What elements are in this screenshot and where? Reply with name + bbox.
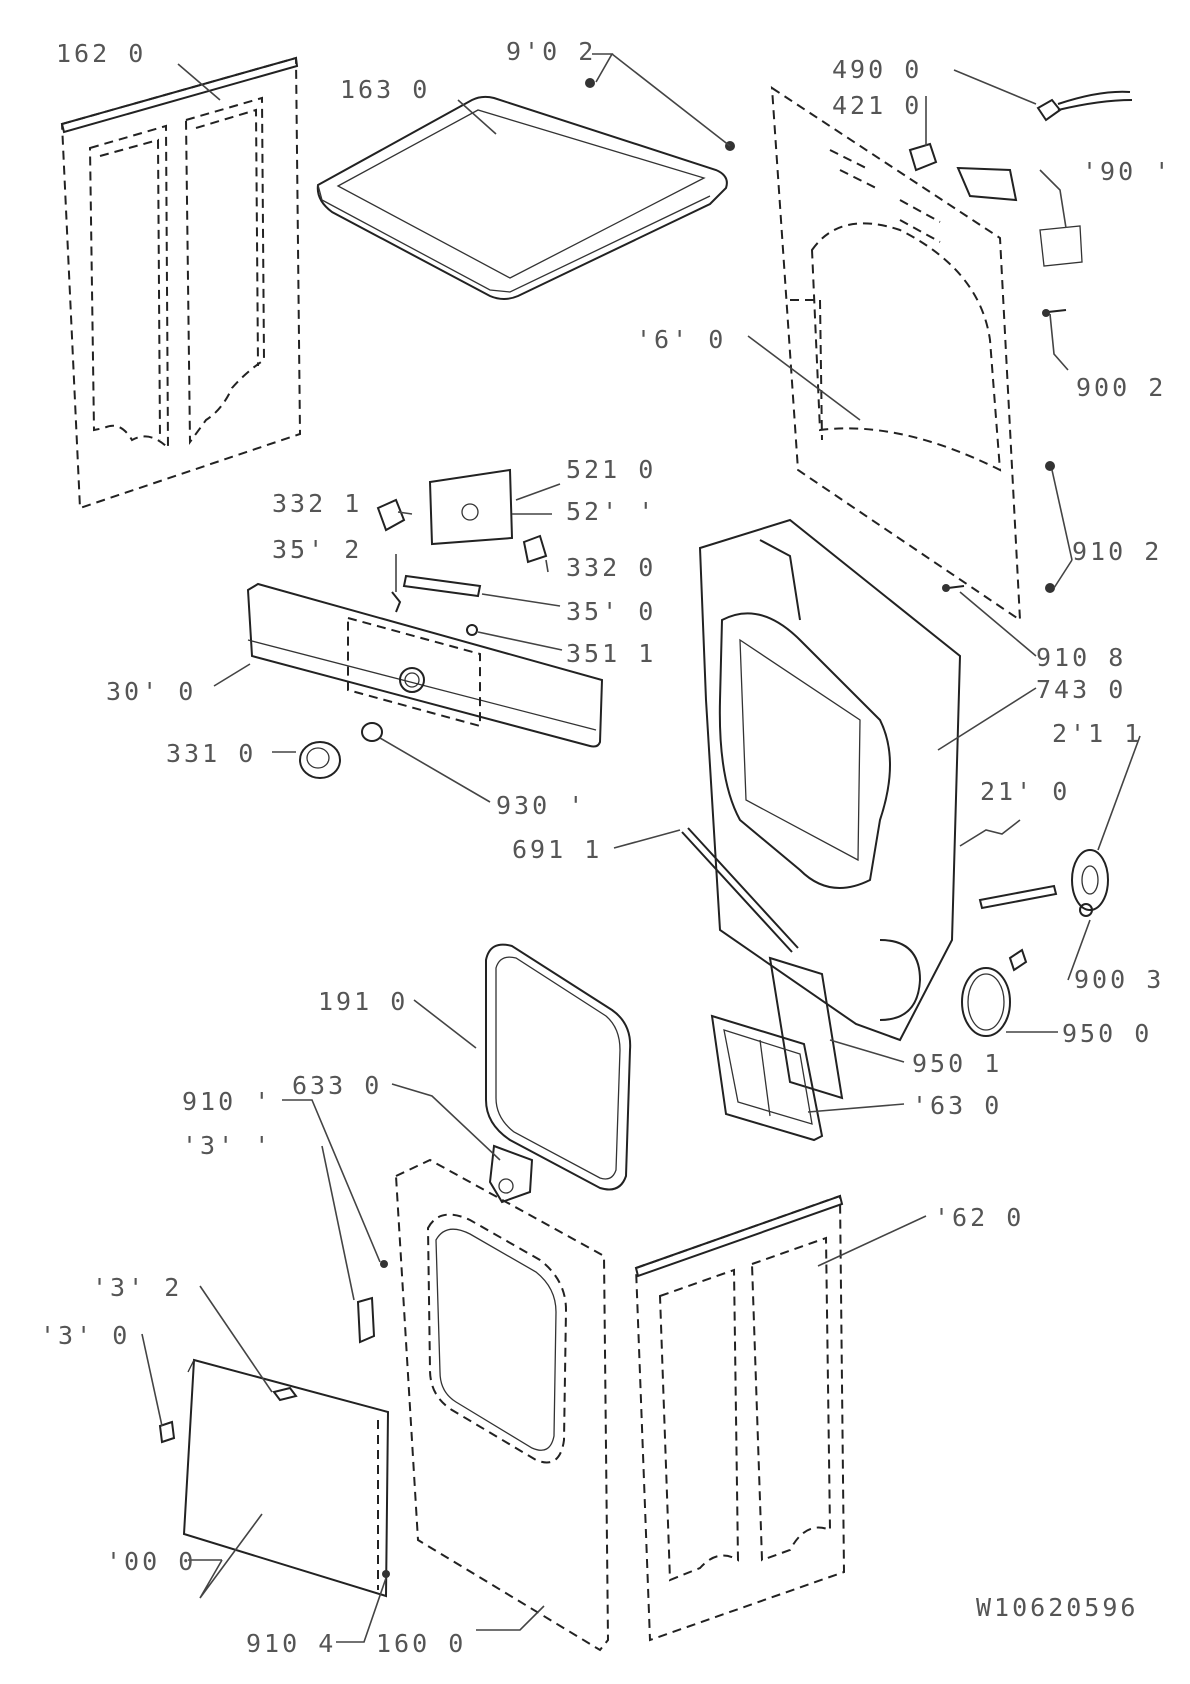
door-gasket [485, 943, 632, 1191]
latch-hook [158, 1420, 176, 1444]
callout: '3' ' [182, 1131, 272, 1160]
lint-filter [768, 956, 844, 1100]
callout: 950 1 [912, 1049, 1002, 1078]
switch-332-1 [376, 498, 406, 532]
label-plate [1039, 225, 1083, 267]
screw-right-lower [1045, 583, 1055, 593]
callout: '00 0 [106, 1547, 196, 1576]
door-hinge [488, 1144, 534, 1204]
screw-910-8 [942, 584, 965, 592]
callout-labels: 162 0 163 0 9'0 2 490 0 421 0 '90 ' '6' … [40, 37, 1172, 1658]
callout: 900 2 [1076, 373, 1166, 402]
callout: 490 0 [832, 55, 922, 84]
callout: 160 0 [376, 1629, 466, 1658]
callout: '90 ' [1082, 157, 1172, 186]
callout: '3' 2 [92, 1273, 182, 1302]
callout: 421 0 [832, 91, 922, 120]
cable-clamp [956, 166, 1018, 202]
callout: 910 4 [246, 1629, 336, 1658]
callout: 162 0 [56, 39, 146, 68]
callout: 930 ' [496, 791, 586, 820]
callout: 332 0 [566, 553, 656, 582]
knob-331-0 [299, 741, 341, 779]
callout: 191 0 [318, 987, 408, 1016]
seal-ring [961, 967, 1011, 1037]
service-door [182, 1358, 390, 1598]
left-side-panel [60, 56, 302, 510]
suppressor-block [908, 142, 938, 172]
callout: 21' 0 [980, 777, 1070, 806]
screw-910-4 [382, 1570, 390, 1578]
front-bulkhead [698, 518, 962, 1042]
screw-top-left [585, 78, 595, 88]
callout: 332 1 [272, 489, 362, 518]
door-switch-wire [681, 827, 799, 953]
callout: 35' 0 [566, 597, 656, 626]
callout: 950 0 [1062, 1019, 1152, 1048]
filter-housing [710, 1014, 824, 1142]
front-panel [394, 1158, 610, 1652]
callout: 2'1 1 [1052, 719, 1142, 748]
callout: 163 0 [340, 75, 430, 104]
callout: '3' 0 [40, 1321, 130, 1350]
callout: 910 8 [1036, 643, 1126, 672]
door-latch [356, 1296, 376, 1344]
drum-roller [1071, 849, 1109, 911]
drawing-number: W10620596 [976, 1593, 1138, 1622]
callout: 910 ' [182, 1087, 272, 1116]
control-panel [246, 582, 604, 748]
callout: 900 3 [1074, 965, 1164, 994]
top-cover [316, 95, 728, 300]
callout: '62 0 [934, 1203, 1024, 1232]
callout: '6' 0 [636, 325, 726, 354]
callout: 52' ' [566, 497, 656, 526]
screw-910-top [380, 1260, 388, 1268]
latch-pin [272, 1386, 298, 1402]
clip-900-3 [1008, 903, 1093, 972]
callout: '63 0 [912, 1091, 1002, 1120]
screw-right-upper [1045, 461, 1055, 471]
clip-35-2 [391, 591, 402, 613]
callout: 351 1 [566, 639, 656, 668]
callout: 691 1 [512, 835, 602, 864]
small-knob-351-1 [466, 624, 478, 636]
callout: 9'0 2 [506, 37, 596, 66]
roller-shaft [978, 884, 1058, 910]
right-side-panel [634, 1194, 846, 1642]
callout: 743 0 [1036, 675, 1126, 704]
screw-900-2 [1042, 309, 1067, 317]
callout: 30' 0 [106, 677, 196, 706]
knob-shaft-930 [361, 722, 383, 742]
callout: 910 2 [1072, 537, 1162, 566]
power-cord [1036, 90, 1133, 122]
leader-lines [141, 53, 1141, 1643]
control-bracket [428, 468, 514, 546]
pcb-strip [402, 574, 482, 598]
callout: 633 0 [292, 1071, 382, 1100]
callout: 521 0 [566, 455, 656, 484]
callout: 331 0 [166, 739, 256, 768]
rear-panel [770, 86, 1022, 622]
callout: 35' 2 [272, 535, 362, 564]
switch-332-0 [522, 534, 548, 564]
